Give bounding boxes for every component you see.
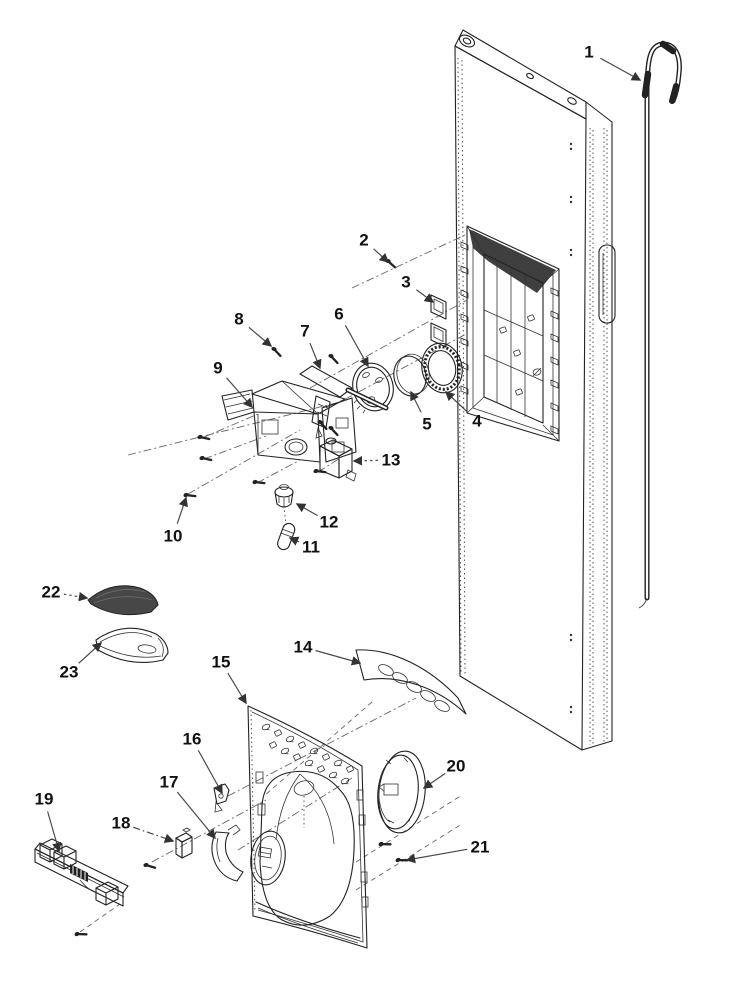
callout-leader-16 — [197, 750, 223, 795]
callout-label-9: 9 — [213, 359, 222, 378]
callout-leader-9 — [226, 377, 253, 409]
callout-label-23: 23 — [60, 663, 79, 682]
callout-leader-4 — [444, 391, 468, 413]
callout-leader-1 — [600, 57, 642, 81]
callout-leader-8 — [248, 326, 273, 347]
callout-label-14: 14 — [294, 638, 313, 657]
drip-tray — [95, 627, 169, 663]
control-dial — [352, 362, 394, 414]
callout-label-3: 3 — [401, 273, 410, 292]
micro-switch — [175, 827, 193, 859]
callout-label-12: 12 — [320, 513, 339, 532]
callout-label-13: 13 — [382, 451, 401, 470]
callout-label-21: 21 — [471, 838, 490, 857]
membrane-overlay — [355, 649, 467, 715]
callout-label-16: 16 — [183, 730, 202, 749]
actuator-lever — [299, 365, 389, 439]
clip-squares — [430, 294, 447, 348]
lamp-socket — [274, 484, 294, 508]
callout-leader-14 — [315, 649, 362, 666]
door-screw-holes — [569, 142, 573, 714]
callout-leader-21 — [405, 848, 468, 864]
callout-leader-20 — [422, 772, 446, 789]
callout-leader-23 — [78, 642, 103, 664]
callout-label-10: 10 — [164, 527, 183, 546]
callout-label-6: 6 — [334, 305, 343, 324]
facade-clips — [260, 722, 355, 787]
callout-label-7: 7 — [300, 322, 309, 341]
callout-label-1: 1 — [584, 43, 593, 62]
solenoid-switch — [319, 437, 357, 482]
callout-label-11: 11 — [302, 538, 320, 557]
callout-leader-2 — [373, 248, 390, 263]
callout-label-15: 15 — [212, 653, 231, 672]
callout-leader-10 — [176, 496, 188, 524]
callout-leader-11 — [288, 536, 300, 546]
callout-leader-17 — [176, 791, 216, 840]
callout-label-2: 2 — [359, 231, 368, 250]
recess-cover — [377, 750, 426, 834]
dispenser-facade — [247, 705, 369, 949]
callout-leader-3 — [416, 289, 435, 303]
callout-label-8: 8 — [234, 310, 243, 329]
callout-leader-15 — [227, 672, 247, 705]
light-bulb — [277, 522, 296, 551]
callout-leader-7 — [309, 342, 322, 370]
callout-leader-19 — [47, 811, 62, 853]
callout-label-4: 4 — [472, 412, 482, 431]
callout-leader-13 — [352, 455, 379, 466]
callout-label-20: 20 — [447, 757, 466, 776]
grille-insert — [87, 585, 159, 616]
callout-leader-12 — [295, 503, 318, 517]
callout-label-18: 18 — [112, 814, 131, 833]
actuator-arm — [211, 824, 244, 882]
callout-label-17: 17 — [160, 773, 179, 792]
mounting-clip — [213, 783, 230, 813]
freezer-door-panel — [454, 29, 616, 751]
callout-leader-18 — [133, 826, 175, 843]
callout-label-19: 19 — [35, 790, 54, 809]
dispenser-cavity — [460, 225, 560, 442]
assembly-axes — [79, 233, 468, 933]
door-handle-pocket — [598, 244, 616, 324]
mounting-bracket — [221, 380, 357, 463]
callout-label-22: 22 — [42, 583, 61, 602]
control-board — [34, 838, 129, 907]
callout-leader-6 — [344, 325, 369, 368]
callout-leader-5 — [410, 390, 422, 413]
water-tube — [638, 40, 682, 609]
callout-leader-22 — [63, 591, 89, 602]
callout-label-5: 5 — [422, 415, 431, 434]
